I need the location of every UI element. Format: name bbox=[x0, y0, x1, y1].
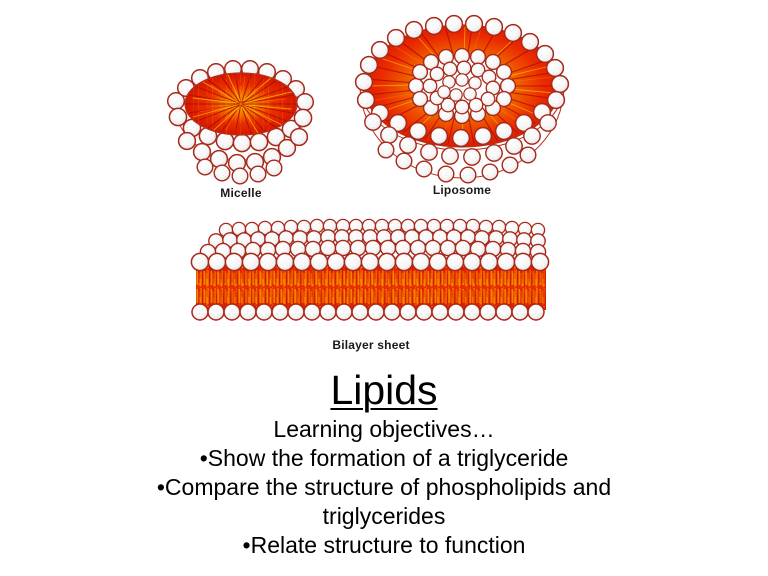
bilayer-top-head-row-front bbox=[190, 252, 550, 272]
objective-2-text: Compare the structure of phospholipids a… bbox=[164, 474, 612, 529]
micelle-figure bbox=[166, 59, 315, 185]
objective-item-1: •Show the formation of a triglyceride bbox=[0, 444, 768, 473]
objective-3-text: Relate structure to function bbox=[250, 532, 526, 558]
liposome-label: Liposome bbox=[432, 183, 492, 197]
objective-item-2: •Compare the structure of phospholipids … bbox=[149, 473, 619, 531]
page-title: Lipids bbox=[0, 362, 768, 414]
bullet-icon: • bbox=[156, 474, 165, 500]
liposome-inner-head-ring bbox=[407, 47, 517, 125]
micelle-lipid-tail-core bbox=[184, 72, 298, 136]
bullet-icon: • bbox=[199, 445, 208, 471]
lipid-structures-svg bbox=[166, 14, 570, 321]
liposome-figure bbox=[354, 14, 570, 184]
lipid-structures-diagram: Micelle Liposome Bilayer sheet bbox=[166, 14, 570, 352]
objectives-intro: Learning objectives… bbox=[273, 416, 495, 442]
bilayer-sheet-figure bbox=[190, 218, 550, 321]
micelle-label: Micelle bbox=[220, 186, 262, 200]
bilayer-bottom-head-row bbox=[191, 303, 545, 321]
bilayer-top-head-rows-back bbox=[199, 218, 547, 261]
slide-text-block: Lipids Learning objectives… •Show the fo… bbox=[0, 362, 768, 560]
liposome-outer-head-rim bbox=[354, 14, 570, 94]
objective-item-3: •Relate structure to function bbox=[0, 531, 768, 560]
objective-1-text: Show the formation of a triglyceride bbox=[207, 445, 569, 471]
bilayer-sheet-label: Bilayer sheet bbox=[332, 338, 410, 352]
liposome-lower-shell-rows bbox=[356, 90, 566, 184]
bullet-icon: • bbox=[242, 532, 251, 558]
page-title-text: Lipids bbox=[330, 367, 438, 413]
